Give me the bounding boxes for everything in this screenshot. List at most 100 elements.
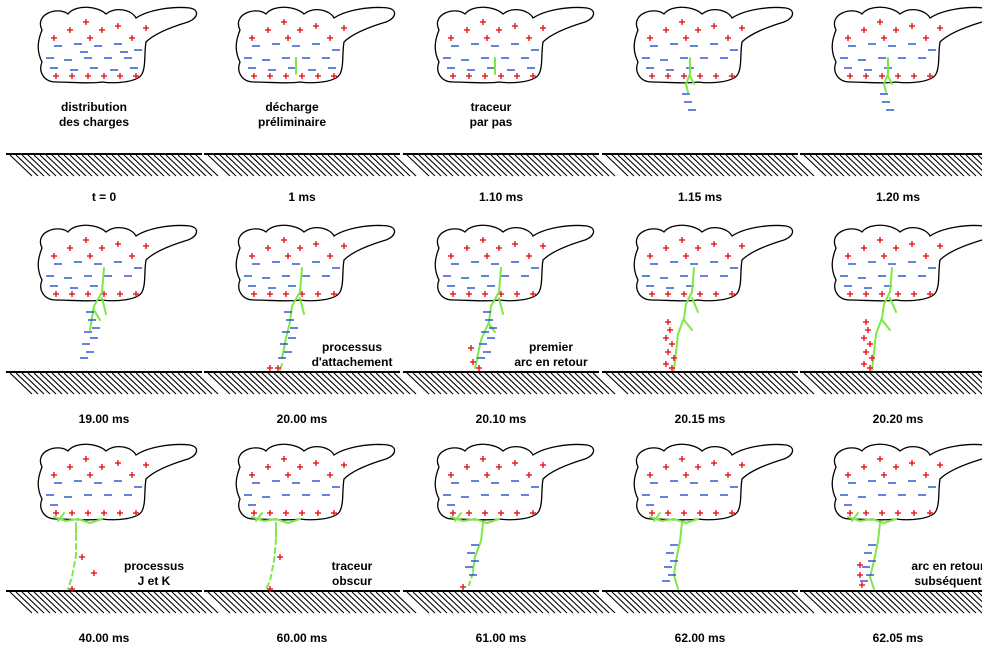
ground-hatching [207, 591, 417, 614]
positive-charge [530, 510, 536, 516]
positive-charge [482, 510, 488, 516]
cloud-outline [235, 443, 396, 521]
stage-label: décharge préliminaire [257, 100, 327, 129]
positive-charge [857, 562, 863, 568]
time-label: 61.00 ms [475, 631, 527, 645]
positive-charge [937, 243, 943, 249]
positive-charge [117, 73, 123, 79]
time-label: 1.10 ms [478, 190, 524, 204]
positive-charge [711, 460, 717, 466]
positive-charge [69, 510, 75, 516]
positive-charge [466, 510, 472, 516]
positive-charge [713, 73, 719, 79]
cloud-outline [37, 443, 198, 521]
positive-charge [923, 253, 929, 259]
positive-charge [845, 472, 851, 478]
stage-panel: 1 ms décharge préliminaire [204, 0, 417, 216]
stage-label: arc en retour subséquent [911, 559, 982, 588]
positive-charge [711, 241, 717, 247]
positive-charge [847, 510, 853, 516]
positive-charge [129, 253, 135, 259]
positive-charge [83, 456, 89, 462]
positive-charge [669, 365, 675, 371]
positive-charge [299, 73, 305, 79]
positive-charge [484, 472, 490, 478]
positive-charge [341, 243, 347, 249]
positive-charge [69, 586, 75, 592]
positive-charge [514, 510, 520, 516]
positive-charge [859, 582, 865, 588]
dart-leader [649, 512, 699, 590]
positive-charge [861, 361, 867, 367]
positive-charge [267, 291, 273, 297]
ground-hatching [9, 154, 219, 177]
positive-charge [847, 73, 853, 79]
positive-charge [448, 35, 454, 41]
positive-charge [695, 27, 701, 33]
positive-charge [460, 584, 466, 590]
positive-charge [881, 253, 887, 259]
panel-graphic [6, 224, 219, 395]
stage-label: distribution des charges [58, 100, 130, 129]
ground-hatching [9, 372, 219, 395]
positive-charge [927, 291, 933, 297]
positive-charge [512, 241, 518, 247]
positive-charge [911, 291, 917, 297]
positive-charge [647, 472, 653, 478]
positive-charge [683, 253, 689, 259]
positive-charge [448, 253, 454, 259]
time-label: 1.15 ms [677, 190, 723, 204]
positive-charge [85, 73, 91, 79]
positive-charge [283, 510, 289, 516]
positive-charge [683, 35, 689, 41]
positive-charge [649, 291, 655, 297]
dart-leader-start [251, 512, 301, 538]
positive-charge [267, 510, 273, 516]
panel-graphic [602, 6, 815, 177]
positive-charge [297, 464, 303, 470]
time-label: 1 ms [288, 190, 316, 204]
positive-charge [87, 253, 93, 259]
stepped-leader [685, 57, 695, 93]
panel-graphic [204, 224, 417, 395]
positive-charge [115, 241, 121, 247]
positive-charge [530, 291, 536, 297]
positive-charge [450, 291, 456, 297]
panel-graphic [403, 443, 616, 614]
positive-charge [53, 73, 59, 79]
stepped-leader [883, 57, 893, 93]
positive-charge [129, 35, 135, 41]
positive-charge [927, 73, 933, 79]
panel-graphic [403, 6, 616, 177]
attachment-channel [279, 267, 305, 371]
cloud-outline [235, 224, 396, 302]
positive-charge [101, 73, 107, 79]
positive-charge [482, 73, 488, 79]
positive-charge [133, 73, 139, 79]
positive-charge [512, 460, 518, 466]
positive-charge [129, 472, 135, 478]
positive-charge [861, 335, 867, 341]
panel-graphic [204, 443, 417, 614]
positive-charge [480, 237, 486, 243]
positive-charge [729, 291, 735, 297]
positive-charge [450, 510, 456, 516]
stage-panel: 20.20 ms [800, 218, 982, 434]
return-stroke-channel [474, 267, 504, 369]
ground-hatching [803, 154, 982, 177]
positive-charge [679, 19, 685, 25]
positive-charge [265, 27, 271, 33]
positive-charge [464, 464, 470, 470]
subsequent-return-channel [847, 512, 897, 590]
positive-charge [99, 464, 105, 470]
positive-charge [647, 35, 653, 41]
decayed-channel [265, 538, 277, 590]
panel-graphic [6, 6, 219, 177]
stage-panel: 62.00 ms [602, 437, 815, 653]
cloud-outline [434, 443, 595, 521]
positive-charge [281, 19, 287, 25]
